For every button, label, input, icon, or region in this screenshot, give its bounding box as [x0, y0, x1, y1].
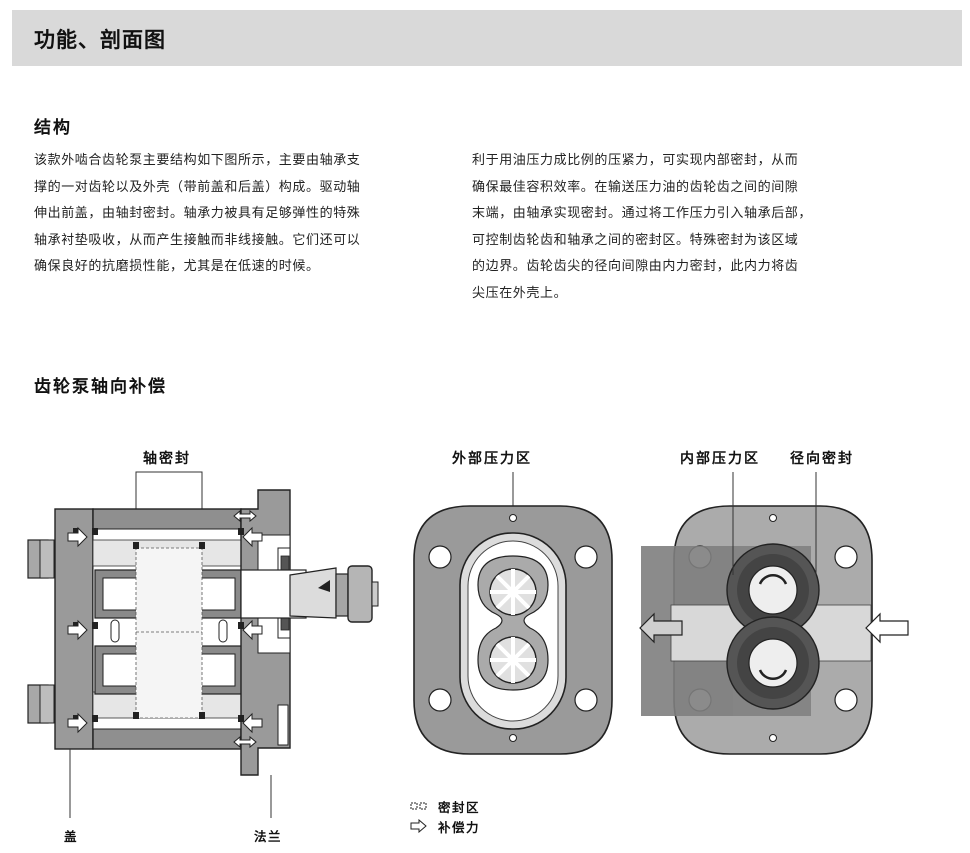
legend-seal-zone: 密封区 [410, 797, 480, 815]
legend-compensation-force-label: 补偿力 [438, 819, 481, 835]
legend-compensation-force: 补偿力 [410, 817, 480, 835]
seal-zone-icon [410, 802, 427, 810]
bottom-leaders [69, 749, 272, 818]
text-line: 确保最佳容积效率。在输送压力油的齿轮齿之间的间隙 [472, 179, 799, 195]
compensation-heading: 齿轮泵轴向补偿 [34, 377, 167, 397]
outlet-arrow [639, 612, 683, 644]
label-outer-pressure-zone: 外部压力区 [452, 451, 532, 467]
text-line: 撑的一对齿轮以及外壳（带前盖和后盖）构成。驱动轴 [34, 179, 361, 195]
text-line: 可控制齿轮齿和轴承之间的密封区。特殊密封为该区域 [472, 232, 799, 248]
structure-text-right: 利于用油压力成比例的压紧力，可实现内部密封，从而 确保最佳容积效率。在输送压力油… [472, 148, 872, 307]
label-inner-pressure-zone: 内部压力区 [680, 451, 760, 467]
text-line: 伸出前盖，由轴封密封。轴承力被具有足够弹性的特殊 [34, 206, 361, 221]
text-line: 末端，由轴承实现密封。通过将工作压力引入轴承后部， [472, 206, 813, 221]
label-cover: 盖 [64, 829, 79, 844]
drive-shaft [240, 565, 379, 623]
legend-seal-zone-label: 密封区 [438, 799, 481, 815]
compensation-arrow-icon [410, 819, 427, 833]
label-shaft-seal: 轴密封 [143, 451, 191, 467]
page-title: 功能、剖面图 [34, 28, 166, 52]
text-line: 尖压在外壳上。 [472, 285, 568, 301]
structure-text-left: 该款外啮合齿轮泵主要结构如下图所示，主要由轴承支 撑的一对齿轮以及外壳（带前盖和… [34, 148, 429, 281]
pump-housing [92, 508, 244, 750]
gear-bottom [726, 616, 820, 710]
text-line: 确保良好的抗磨损性能，尤其是在低速的时候。 [34, 259, 320, 274]
text-line: 的边界。齿轮齿尖的径向间隙由内力密封，此内力将齿 [472, 259, 799, 274]
text-line: 该款外啮合齿轮泵主要结构如下图所示，主要由轴承支 [34, 153, 361, 168]
structure-heading: 结构 [34, 118, 72, 138]
header-band [12, 10, 962, 66]
shaft-seal-leaders [135, 471, 203, 512]
text-line: 轴承衬垫吸收，从而产生接触而非线接触。它们还可以 [34, 232, 361, 248]
label-radial-seal: 径向密封 [790, 451, 854, 467]
label-flange: 法兰 [254, 829, 283, 844]
inlet-arrow [865, 612, 909, 644]
compensation-arrows [67, 509, 263, 749]
bearing-slots [110, 619, 228, 643]
text-line: 利于用油压力成比例的压紧力，可实现内部密封，从而 [472, 153, 799, 168]
